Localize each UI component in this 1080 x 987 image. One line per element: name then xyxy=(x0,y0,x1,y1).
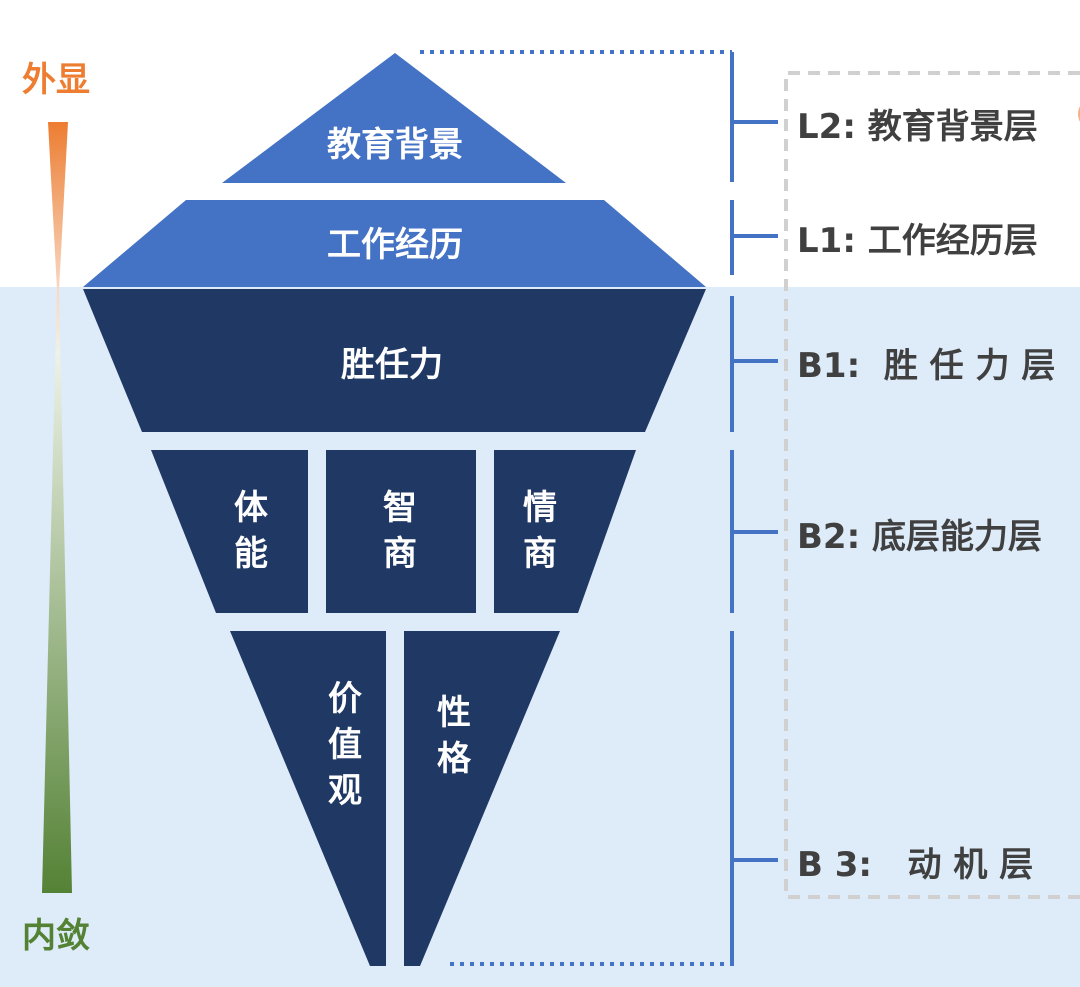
gradient-axis-bar xyxy=(42,122,72,893)
axis-bottom-label: 内敛 xyxy=(22,916,90,956)
level-b2: B2: 底层能力层 xyxy=(797,517,1043,557)
physical-label: 体能 xyxy=(234,488,268,574)
eq-label: 情商 xyxy=(523,488,557,574)
education-triangle xyxy=(222,53,566,183)
work-trapezoid xyxy=(83,200,706,287)
level-l2: L2: 教育背景层 xyxy=(797,107,1038,147)
iq-label: 智商 xyxy=(383,488,417,574)
level-b1: B1: 胜 任 力 层 xyxy=(797,346,1056,386)
values-block xyxy=(230,631,386,966)
dashed-box xyxy=(784,71,1080,899)
physical-block xyxy=(151,450,308,613)
education-label: 教育背景 xyxy=(327,125,463,165)
level-b3: B 3: 动 机 层 xyxy=(797,845,1034,885)
personality-label: 性格 xyxy=(437,693,471,779)
eq-block xyxy=(494,450,636,613)
level-l1: L1: 工作经历层 xyxy=(797,221,1038,261)
values-label: 价值观 xyxy=(328,679,362,811)
axis-top-label: 外显 xyxy=(22,60,90,100)
work-label: 工作经历 xyxy=(327,225,463,265)
personality-block xyxy=(404,631,560,966)
competency-block xyxy=(83,289,706,432)
bracket xyxy=(420,50,778,966)
iq-block xyxy=(326,450,476,613)
competency-label: 胜任力 xyxy=(341,345,443,385)
